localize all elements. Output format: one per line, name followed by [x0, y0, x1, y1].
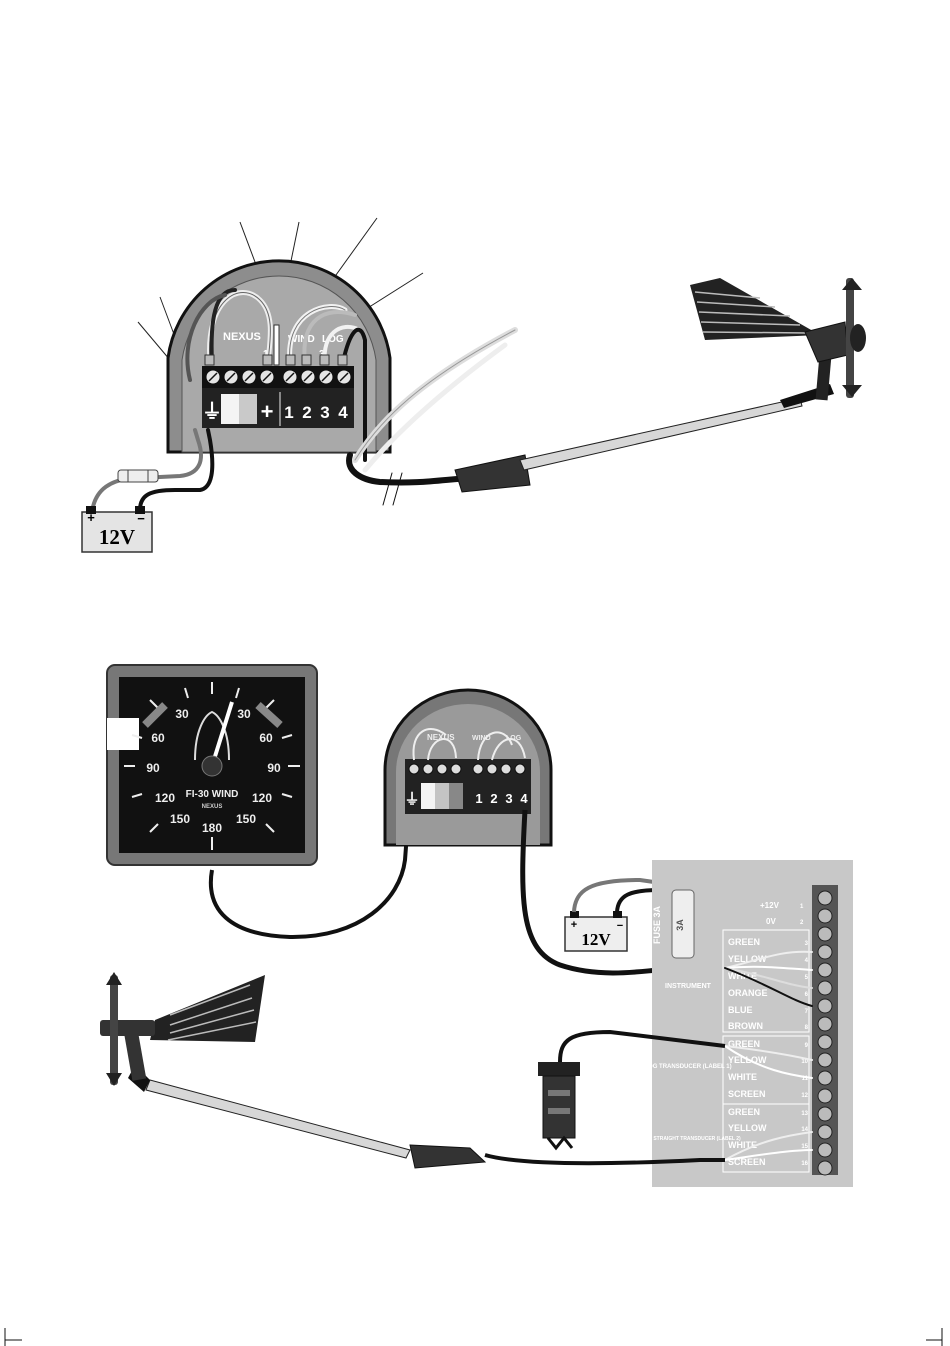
instrument-cable: [208, 819, 410, 940]
ground-symbol-2: ⏚: [404, 791, 419, 808]
fi30-wind-instrument: 30 60 90 120 150 30 60 90 120 150 180 FI…: [106, 664, 318, 866]
scale-right-120: 120: [252, 791, 272, 805]
row-num-8: 8: [805, 1025, 809, 1031]
scale-left-30: 30: [175, 707, 189, 721]
row-num-4: 4: [805, 958, 809, 964]
inst-row-blue: BLUE: [728, 1005, 753, 1015]
row-num-9: 9: [805, 1043, 809, 1049]
wind-transducer-1: [454, 278, 866, 493]
power-row-num-2: 2: [800, 920, 804, 926]
terminal-1-label: 1: [284, 403, 293, 422]
panel-wires: [724, 950, 813, 1161]
combi-row-screen: SCREEN: [728, 1157, 766, 1167]
power-row-0v: 0V: [766, 917, 776, 926]
row-num-7: 7: [805, 1009, 809, 1015]
instrument-name: FI-30 WIND: [186, 789, 239, 800]
mast-cable-1: [346, 327, 518, 506]
wind-transducer-2: [100, 972, 725, 1169]
inst-row-green: GREEN: [728, 937, 760, 947]
inst-row-brown: BROWN: [728, 1021, 763, 1031]
fuse-label: FUSE 3A: [652, 905, 662, 944]
row-num-5: 5: [805, 975, 809, 981]
row-num-15: 15: [801, 1144, 808, 1150]
scale-right-90: 90: [267, 761, 281, 775]
combi-row-green: GREEN: [728, 1107, 760, 1117]
terminal-2-3: 3: [505, 791, 512, 806]
log-transducer: [538, 1029, 726, 1151]
plus-symbol: +: [261, 399, 274, 424]
terminal-2-1: 1: [475, 791, 482, 806]
row-num-16: 16: [801, 1161, 808, 1167]
group-title-combi: COMBI STRAIGHT TRANSDUCER (LABEL 2): [635, 1136, 741, 1142]
internal-wires: [185, 288, 367, 462]
power-row-num-1: 1: [800, 904, 804, 910]
jb2-nexus-label: NEXUS: [427, 733, 455, 742]
inst-row-orange: ORANGE: [728, 988, 768, 998]
log-row-green: GREEN: [728, 1039, 760, 1049]
log-row-white: WHITE: [728, 1072, 757, 1082]
wind-needle-icon: [210, 701, 234, 767]
battery-minus-2: −: [617, 920, 623, 932]
scale-bottom-180: 180: [202, 821, 222, 835]
row-num-13: 13: [801, 1111, 808, 1117]
battery-plus-2: +: [571, 919, 577, 931]
jb2-log-label: LOG: [506, 735, 522, 742]
combi-row-white: WHITE: [728, 1140, 757, 1150]
log-row-screen: SCREEN: [728, 1089, 766, 1099]
scale-right-150: 150: [236, 812, 256, 826]
nexus-label: NEXUS: [223, 331, 261, 343]
group-title-instrument: INSTRUMENT: [665, 983, 712, 990]
panel-screws: [817, 890, 833, 1176]
diagram-2-wiring: 30 60 90 120 150 30 60 90 120 150 180 FI…: [100, 664, 853, 1187]
inst-row-yellow: YELLOW: [728, 954, 767, 964]
scale-left-60: 60: [151, 731, 165, 745]
terminal-4-label: 4: [338, 403, 348, 422]
battery-wiring-1: [90, 428, 215, 514]
fuse-value: 3A: [675, 919, 685, 931]
junction-box-2: ⏚ 1 2 3 4 NEXUS WIND LOG: [383, 688, 553, 847]
row-num-11: 11: [802, 1076, 809, 1082]
terminal-2-label: 2: [302, 403, 311, 422]
scale-left-120: 120: [155, 791, 175, 805]
terminal-panel: FUSE 3A 3A +12V 1 0V 2 INSTRUMENT LOG TR…: [635, 860, 853, 1187]
battery-minus-1: −: [137, 511, 145, 526]
terminal-2-2: 2: [490, 791, 497, 806]
terminal-2-4: 4: [520, 791, 528, 806]
scale-right-30: 30: [237, 707, 251, 721]
wind-label: WIND: [288, 334, 315, 345]
scale-right-60: 60: [259, 731, 273, 745]
battery-label-2: 12V: [581, 930, 611, 949]
battery-plus-1: +: [87, 510, 95, 525]
wind-vane-icon: [690, 278, 866, 398]
row-num-14: 14: [801, 1127, 808, 1133]
row-num-10: 10: [801, 1059, 808, 1065]
ground-symbol: ⏚: [202, 400, 222, 423]
terminal-3-label: 3: [320, 403, 329, 422]
group-title-log: LOG TRANSDUCER (LABEL 1): [644, 1064, 731, 1070]
scale-left-150: 150: [170, 812, 190, 826]
battery-1: + − 12V: [81, 506, 153, 553]
row-num-3: 3: [805, 941, 809, 947]
diagram-1-wiring: ⏚ + 1 2 3 4 NEXUS WIND LOG 1 1 3: [81, 217, 866, 553]
crop-marks: [4, 1328, 943, 1346]
scale-left-90: 90: [146, 761, 160, 775]
power-row-plus12v: +12V: [760, 901, 780, 910]
instrument-brand: NEXUS: [202, 804, 223, 810]
battery-label-1: 12V: [99, 525, 135, 549]
wind-vane-icon-2: [100, 972, 265, 1086]
row-num-6: 6: [805, 992, 809, 998]
log-label: LOG: [322, 334, 344, 345]
dial-ticks: [124, 682, 300, 850]
row-num-12: 12: [801, 1093, 808, 1099]
jb2-wind-label: WIND: [472, 735, 491, 742]
combi-row-yellow: YELLOW: [728, 1123, 767, 1133]
